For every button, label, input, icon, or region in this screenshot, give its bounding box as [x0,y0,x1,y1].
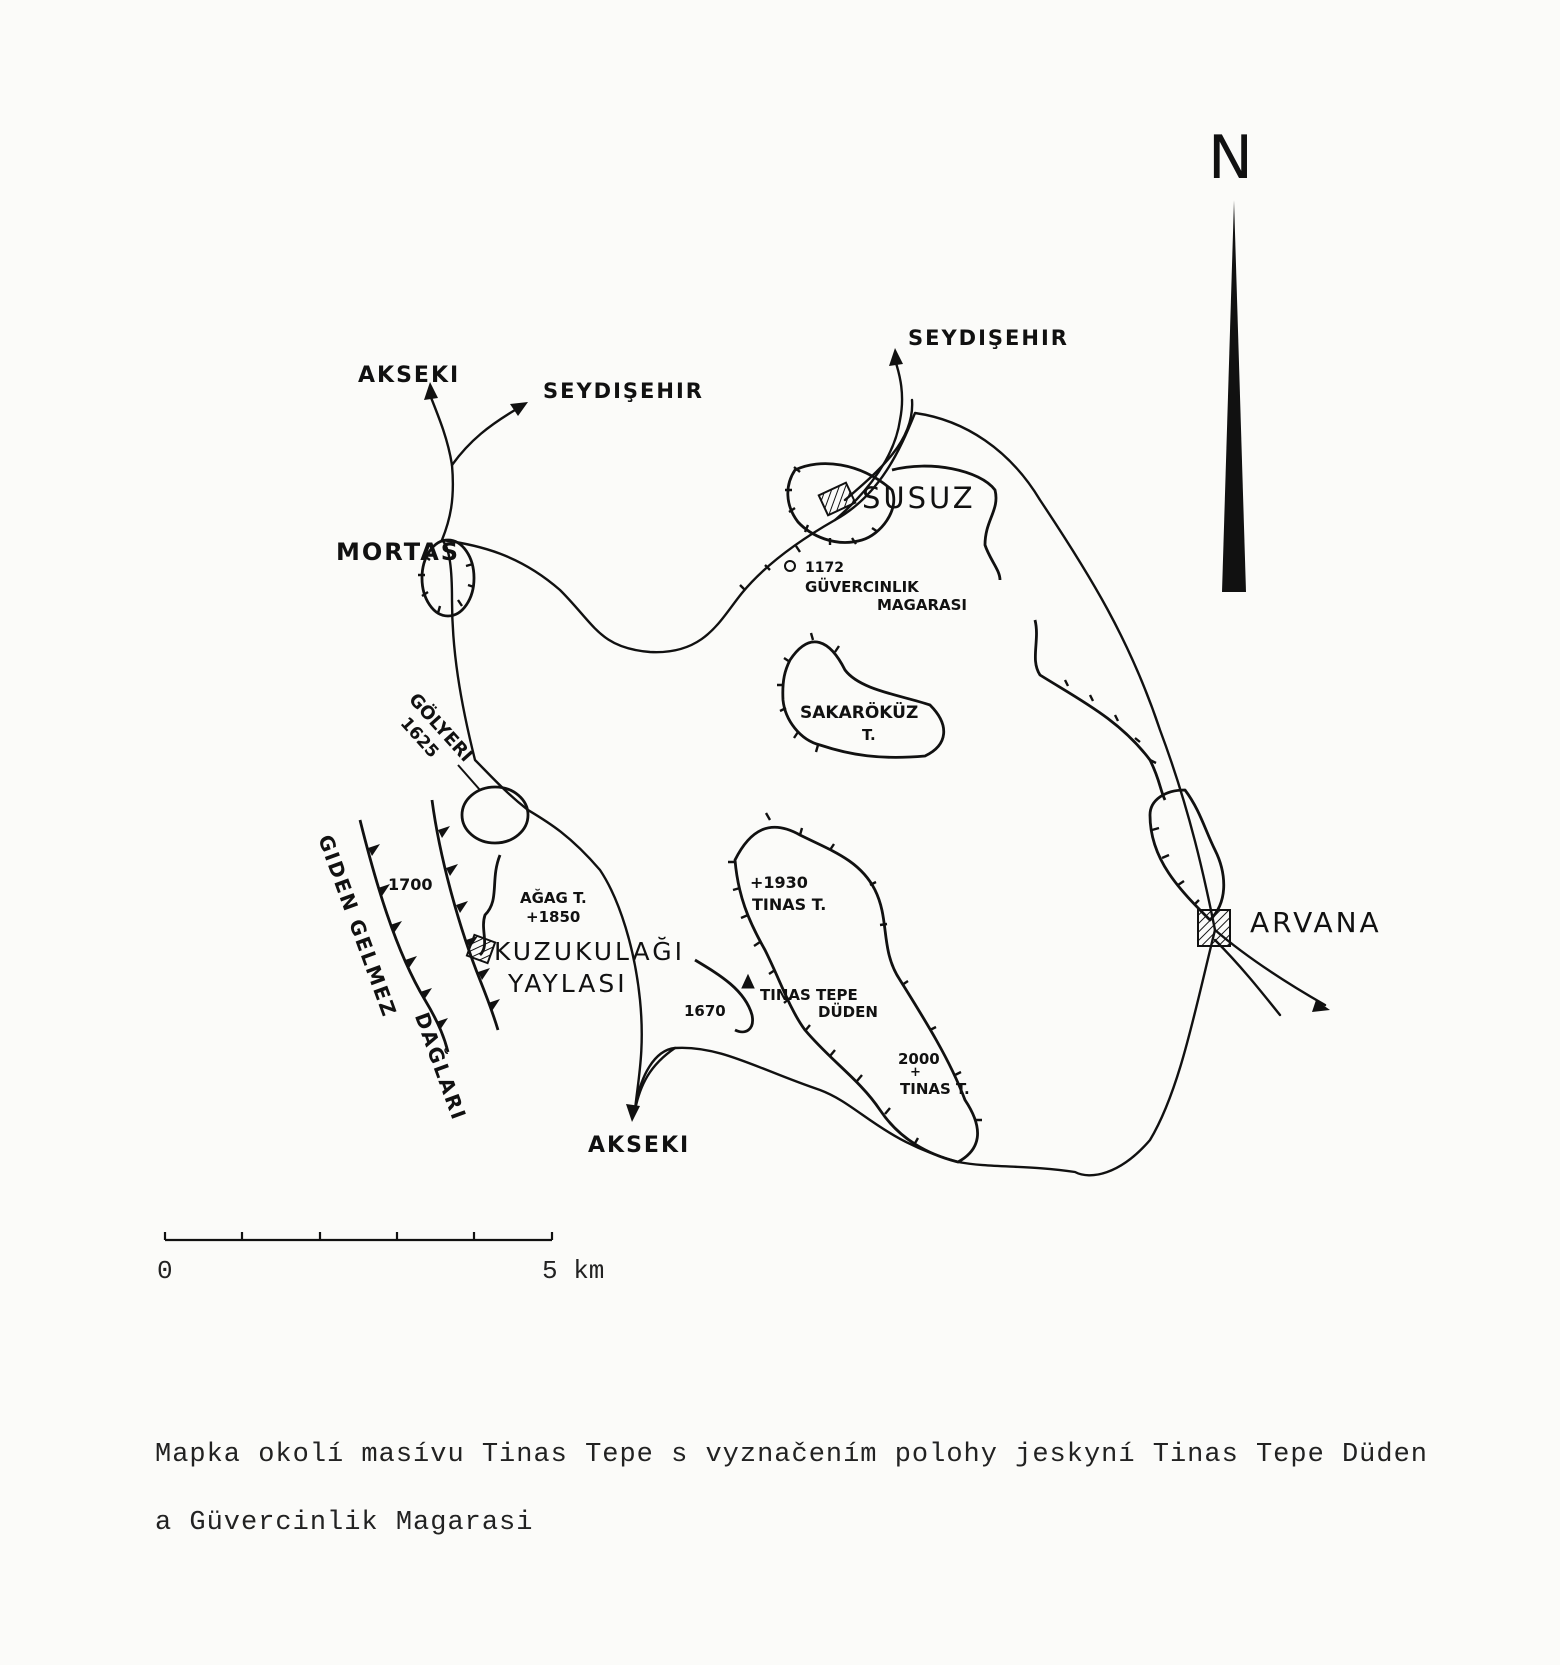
kuzukulagi-label-1: KUZUKULAĞI [494,936,685,966]
arvana-settlement [1197,909,1231,947]
road-east-seydisehir [833,358,904,522]
duden-label-1: TINAS TEPE [760,986,858,1004]
duden-cave-icon [741,973,755,989]
tinas-1930-label-1: +1930 [750,873,808,892]
guvercinlik-label-1: GÜVERCINLIK [805,577,920,596]
sakarokuz-label-2: T. [862,726,876,744]
seydisehir-west-label: SEYDIŞEHIR [543,379,704,403]
main-road-loop [440,411,1217,1177]
tinas-2000-label-3: TINAS T. [900,1080,970,1098]
tinas-2000-label-1: 2000 [898,1050,940,1068]
north-label: N [1208,123,1256,193]
settlements [465,481,1231,965]
susuz-label: SUSUZ [862,481,976,515]
mortas-depression [420,538,476,618]
eastern-ridge [1033,619,1167,801]
tinas-1930-label-2: TINAS T. [752,895,826,914]
contour-ticks [418,466,1200,1146]
road-east-seydisehir-2 [843,398,914,502]
susuz-settlement [817,481,857,517]
golyeri-leader [457,764,481,791]
tinas-2000-label-2: + [910,1065,921,1080]
susuz-depression [786,462,896,544]
ridge-1700-label: 1700 [388,875,433,894]
arvana-label: ARVANA [1250,906,1382,939]
duden-elevation: 1670 [684,1002,726,1020]
caption-line-1: Mapka okolí masívu Tinas Tepe s vyznačen… [155,1440,1428,1470]
duden-label-2: DÜDEN [818,1002,878,1021]
road-south-akseki [633,1046,677,1112]
guvercinlik-label-2: MAGARASI [877,596,967,614]
road-arvana-se [1213,928,1327,1007]
agac-label-1: AĞAG T. [520,888,587,907]
road-arrows [424,348,1330,1122]
kuzukulagi-label-2: YAYLASI [507,969,628,998]
susuz-stream [891,464,1002,581]
ridge-giden-gelmez [358,819,450,1053]
akseki-north-label: AKSEKI [358,363,460,388]
scale-start-label: 0 [157,1256,173,1286]
road-arvana-se-2 [1213,938,1282,1017]
golyeri-depression [460,785,530,845]
sakarokuz-massif [781,640,946,759]
seydisehir-east-label: SEYDIŞEHIR [908,326,1069,350]
north-arrow: N [1208,123,1256,592]
caption-line-2: a Güvercinlik Magarasi [155,1508,534,1538]
guvercinlik-cave-icon [784,560,796,572]
giden-gelmez-label-1: GIDEN GELMEZ [313,832,401,1021]
akseki-south-label: AKSEKI [588,1133,690,1158]
mortas-label: MORTAS [336,538,460,566]
road-north-seydisehir [450,408,517,467]
cave-markers [741,560,796,989]
ridge-teeth [368,826,500,1030]
agac-label-2: +1850 [526,908,580,926]
kuzukulagi-settlement [465,933,497,965]
duden-sink [694,958,754,1034]
scale-bar [163,1232,554,1242]
sakarokuz-label-1: SAKARÖKÜZ [800,701,918,723]
guvercinlik-elevation: 1172 [805,560,844,576]
golyeri-label-group: GÖLYERI 1625 [396,689,477,767]
road-north-akseki [428,393,455,542]
scale-end-label: 5 km [542,1256,604,1286]
